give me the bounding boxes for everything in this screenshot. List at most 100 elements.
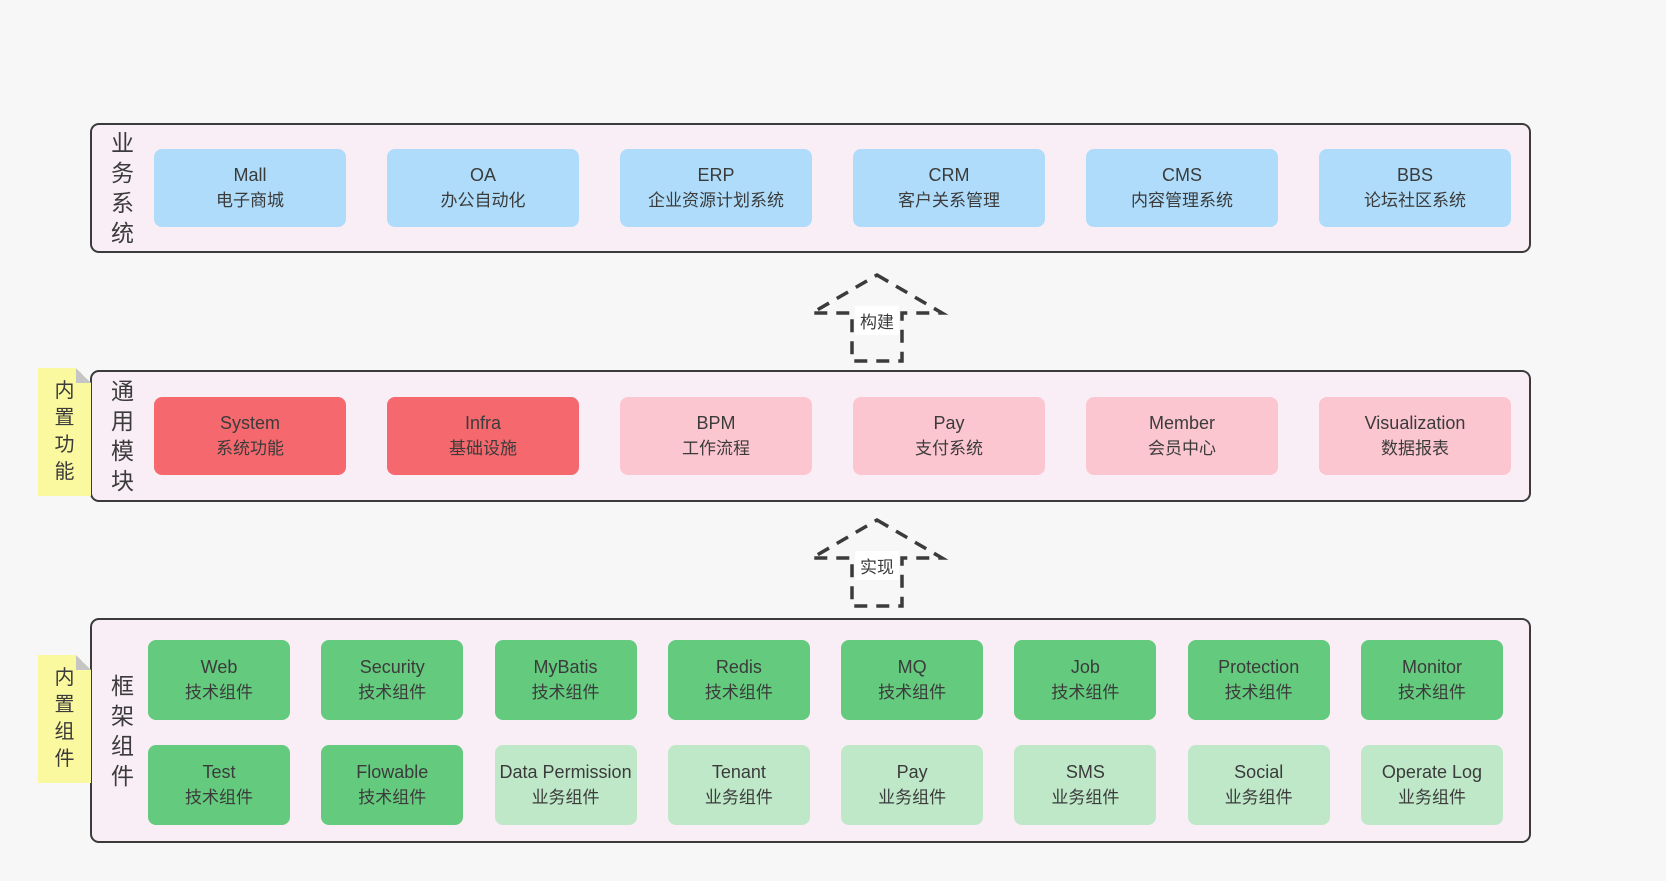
- box-subtitle: 办公自动化: [440, 191, 526, 210]
- note-label: 内置功能: [54, 380, 75, 483]
- layer-business-systems: 业务系统 Mall 电子商城 OA 办公自动化 ERP 企业资源计划系统 CRM…: [90, 123, 1531, 253]
- box-subtitle: 业务组件: [1051, 788, 1120, 807]
- box-oa: OA 办公自动化: [387, 149, 579, 227]
- box-pay-module: Pay 支付系统: [853, 397, 1045, 475]
- box-title: Member: [1148, 413, 1215, 433]
- box-subtitle: 内容管理系统: [1131, 191, 1233, 210]
- box-sms: SMS 业务组件: [1014, 745, 1157, 825]
- box-subtitle: 技术组件: [358, 788, 427, 807]
- box-social: Social 业务组件: [1187, 745, 1330, 825]
- box-mall: Mall 电子商城: [154, 149, 346, 227]
- box-title: Pay: [933, 413, 965, 433]
- layer-label-common-modules: 通用模块: [111, 378, 134, 494]
- box-title: CRM: [928, 165, 970, 185]
- box-subtitle: 技术组件: [878, 683, 947, 702]
- note-fold-corner-icon: [76, 655, 91, 670]
- box-title: Security: [359, 657, 425, 677]
- box-subtitle: 技术组件: [1224, 683, 1293, 702]
- box-web: Web 技术组件: [148, 640, 290, 720]
- box-title: Job: [1070, 657, 1100, 677]
- box-pay-component: Pay 业务组件: [841, 745, 984, 825]
- box-subtitle: 技术组件: [358, 683, 427, 702]
- layer-common-modules: 通用模块 System 系统功能 Infra 基础设施 BPM 工作流程 Pay…: [90, 370, 1531, 502]
- box-visualization: Visualization 数据报表: [1319, 397, 1511, 475]
- framework-components-row-2: Test 技术组件 Flowable 技术组件 Data Permission …: [148, 745, 1503, 825]
- box-title: Mall: [233, 165, 267, 185]
- box-title: CMS: [1162, 165, 1202, 185]
- business-systems-row: Mall 电子商城 OA 办公自动化 ERP 企业资源计划系统 CRM 客户关系…: [154, 125, 1511, 251]
- box-bpm: BPM 工作流程: [620, 397, 812, 475]
- box-subtitle: 技术组件: [531, 683, 600, 702]
- box-redis: Redis 技术组件: [667, 640, 810, 720]
- box-subtitle: 企业资源计划系统: [648, 191, 784, 210]
- box-title: Pay: [896, 762, 928, 782]
- box-title: Data Permission: [499, 762, 632, 782]
- box-protection: Protection 技术组件: [1187, 640, 1330, 720]
- box-tenant: Tenant 业务组件: [667, 745, 810, 825]
- box-title: Infra: [464, 413, 502, 433]
- box-subtitle: 会员中心: [1148, 439, 1216, 458]
- box-subtitle: 论坛社区系统: [1364, 191, 1466, 210]
- box-monitor: Monitor 技术组件: [1360, 640, 1503, 720]
- box-test: Test 技术组件: [148, 745, 290, 825]
- box-bbs: BBS 论坛社区系统: [1319, 149, 1511, 227]
- box-subtitle: 业务组件: [531, 788, 600, 807]
- implement-arrow: 实现: [802, 517, 952, 609]
- box-title: Monitor: [1401, 657, 1462, 677]
- box-subtitle: 业务组件: [1224, 788, 1293, 807]
- sticky-note-builtin-features: 内置功能: [38, 368, 91, 496]
- box-subtitle: 客户关系管理: [898, 191, 1000, 210]
- implement-arrow-label: 实现: [855, 551, 899, 580]
- box-title: MyBatis: [533, 657, 598, 677]
- box-mybatis: MyBatis 技术组件: [494, 640, 637, 720]
- box-title: Operate Log: [1381, 762, 1482, 782]
- note-label: 内置组件: [54, 667, 75, 770]
- sticky-note-builtin-components: 内置组件: [38, 655, 91, 783]
- box-subtitle: 工作流程: [682, 439, 750, 458]
- layer-framework-components: 框架组件 Web 技术组件 Security 技术组件 MyBatis 技术组件…: [90, 618, 1531, 843]
- box-title: Web: [200, 657, 238, 677]
- box-subtitle: 技术组件: [185, 683, 253, 702]
- note-fold-corner-icon: [76, 368, 91, 383]
- box-subtitle: 技术组件: [704, 683, 773, 702]
- box-title: SMS: [1065, 762, 1105, 782]
- box-infra: Infra 基础设施: [387, 397, 579, 475]
- box-subtitle: 业务组件: [878, 788, 947, 807]
- box-subtitle: 业务组件: [704, 788, 773, 807]
- box-title: Redis: [715, 657, 762, 677]
- layer-label-framework-components: 框架组件: [111, 672, 134, 789]
- box-cms: CMS 内容管理系统: [1086, 149, 1278, 227]
- box-operate-log: Operate Log 业务组件: [1360, 745, 1503, 825]
- box-system: System 系统功能: [154, 397, 346, 475]
- box-title: Protection: [1218, 657, 1300, 677]
- box-title: BPM: [696, 413, 736, 433]
- box-title: Test: [202, 762, 236, 782]
- box-mq: MQ 技术组件: [841, 640, 984, 720]
- layer-label-business-systems: 业务系统: [111, 130, 134, 246]
- framework-components-row-1: Web 技术组件 Security 技术组件 MyBatis 技术组件 Redi…: [148, 640, 1503, 720]
- dashed-up-arrow-icon: [805, 517, 949, 608]
- box-flowable: Flowable 技术组件: [321, 745, 464, 825]
- box-subtitle: 技术组件: [1051, 683, 1120, 702]
- box-member: Member 会员中心: [1086, 397, 1278, 475]
- box-title: System: [219, 413, 280, 433]
- box-security: Security 技术组件: [321, 640, 464, 720]
- box-title: MQ: [897, 657, 927, 677]
- box-crm: CRM 客户关系管理: [853, 149, 1045, 227]
- box-title: OA: [469, 165, 496, 185]
- box-title: Flowable: [356, 762, 429, 782]
- box-subtitle: 数据报表: [1381, 439, 1449, 458]
- box-subtitle: 支付系统: [915, 439, 983, 458]
- box-data-permission: Data Permission 业务组件: [494, 745, 637, 825]
- box-title: Social: [1234, 762, 1284, 782]
- box-subtitle: 技术组件: [1397, 683, 1466, 702]
- box-job: Job 技术组件: [1014, 640, 1157, 720]
- box-title: ERP: [697, 165, 735, 185]
- box-title: Tenant: [711, 762, 766, 782]
- build-arrow: 构建: [802, 272, 952, 364]
- box-subtitle: 系统功能: [216, 439, 284, 458]
- common-modules-row: System 系统功能 Infra 基础设施 BPM 工作流程 Pay 支付系统…: [154, 372, 1511, 500]
- box-title: BBS: [1396, 165, 1434, 185]
- box-subtitle: 技术组件: [185, 788, 253, 807]
- box-erp: ERP 企业资源计划系统: [620, 149, 812, 227]
